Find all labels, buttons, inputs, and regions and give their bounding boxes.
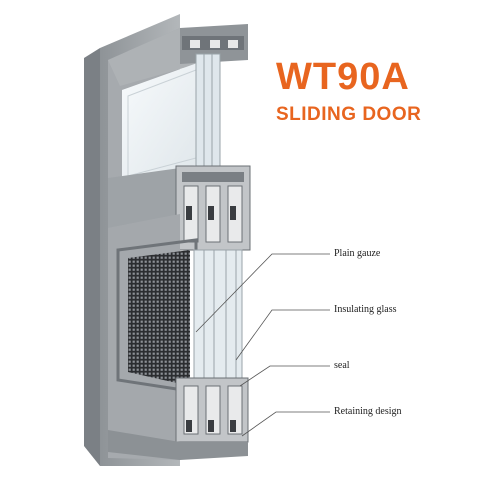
gauze-pointer-icon [195,253,330,333]
upper-glass-edge [195,53,221,167]
callout-plain-gauze: Plain gauze [334,248,381,259]
gauze-mesh [128,250,190,386]
product-title: WT90A [276,56,410,98]
callout-insulating-glass: Insulating glass [334,304,397,315]
callout-seal: seal [334,360,350,371]
upper-glass-pane [122,62,200,182]
glass-pointer-icon [235,309,330,361]
retaining-pointer-icon [241,411,330,437]
seal-pointer-icon [239,365,330,387]
lower-glass-edge [193,249,243,383]
middle-rail [108,168,180,228]
callout-retaining-design: Retaining design [334,406,402,417]
outer-frame-side [84,48,100,466]
bottom-sill [108,430,248,460]
product-subtitle: SLIDING DOOR [276,104,422,125]
